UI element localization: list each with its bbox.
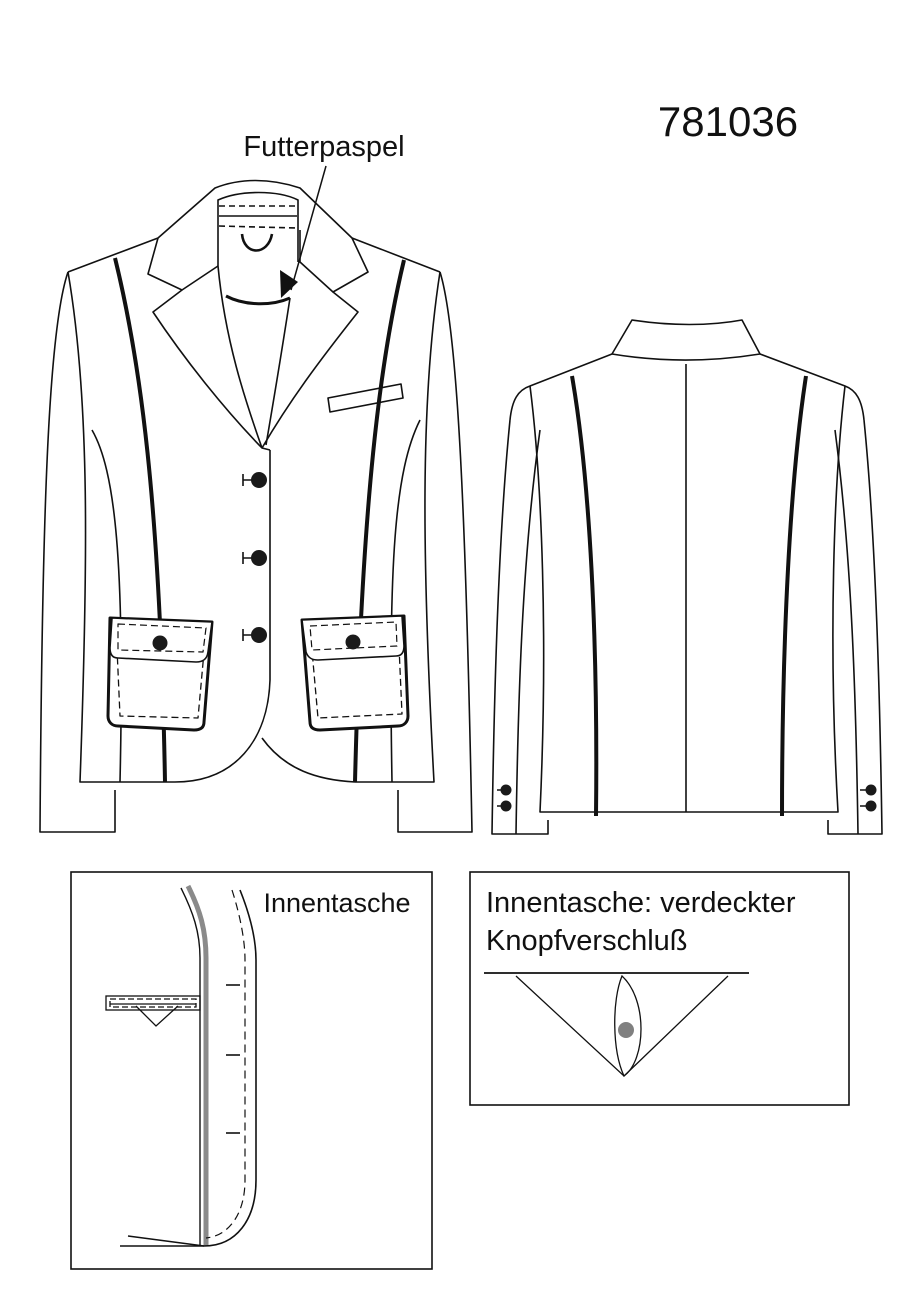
hidden-button-closure-inset: Innentasche: verdeckter Knopfverschluß	[469, 871, 850, 1106]
back-left-sleeve	[491, 419, 549, 835]
dress-form-hook	[240, 233, 274, 252]
hem-slant-line	[127, 1235, 205, 1247]
front-button-2	[251, 550, 267, 566]
left-lapel	[152, 289, 271, 451]
cuff-buttons	[500, 784, 877, 812]
right-pocket-button	[345, 634, 361, 650]
inset-right-frame	[469, 871, 850, 1106]
back-right-piping-seam	[780, 375, 808, 817]
left-side-panel-seam	[91, 429, 123, 783]
lining-piping-marker	[280, 270, 298, 298]
jacket-back-view	[491, 319, 883, 835]
dress-form-neck	[217, 191, 299, 266]
front-button-1	[251, 472, 267, 488]
left-body-outline	[67, 237, 162, 783]
facing-inner-edge	[180, 887, 201, 1246]
right-cuff-button-2	[865, 800, 877, 812]
left-patch-pocket	[106, 616, 214, 732]
inside-welt-pocket	[105, 995, 201, 1027]
inset-left-frame	[70, 871, 433, 1270]
right-inner-neckline	[265, 297, 291, 446]
right-patch-pocket	[300, 614, 410, 732]
back-collar	[611, 319, 761, 361]
right-lapel	[261, 291, 359, 449]
hidden-button	[618, 1022, 634, 1038]
right-sleeve	[397, 271, 473, 833]
back-right-shoulder	[759, 353, 865, 421]
back-right-sleeve-seam	[834, 429, 859, 835]
left-front-edge	[162, 450, 271, 783]
left-cuff-button-1	[500, 784, 512, 796]
left-pocket-button	[152, 635, 168, 651]
pattern-number: 781036	[658, 98, 798, 145]
front-edge-outline	[120, 889, 257, 1247]
right-side-panel-seam	[390, 419, 421, 783]
back-left-sleeve-seam	[515, 429, 541, 835]
jacket-front-view	[39, 179, 473, 833]
left-cuff-button-2	[500, 800, 512, 812]
right-front-hem-curve	[261, 737, 356, 783]
back-right-sleeve	[827, 419, 883, 835]
back-left-piping-seam	[570, 375, 599, 817]
left-sleeve	[39, 271, 116, 833]
breast-welt-pocket	[327, 383, 404, 413]
inset-right-title-line1: Innentasche: verdeckter	[486, 887, 796, 919]
lining-piping-neck	[225, 294, 291, 306]
front-button-3	[251, 627, 267, 643]
back-body-outline	[529, 385, 846, 813]
neck-band-stitch-2	[218, 225, 298, 229]
left-inner-neckline	[217, 265, 263, 449]
callout-leader-line	[290, 165, 327, 291]
right-cuff-button-1	[865, 784, 877, 796]
inset-left-title: Innentasche	[263, 888, 410, 918]
front-buttons	[152, 472, 361, 651]
right-body-outline	[351, 237, 441, 783]
facing-piping-strip	[185, 884, 209, 1246]
front-edge-topstitch	[205, 889, 246, 1239]
callout-label: Futterpaspel	[243, 131, 404, 163]
inset-right-title-line2: Knopfverschluß	[486, 925, 688, 957]
back-left-shoulder	[509, 353, 613, 421]
button-loop	[614, 974, 642, 1077]
inside-pocket-inset: Innentasche	[70, 871, 433, 1270]
collar-outline	[157, 179, 369, 293]
left-collar-point	[147, 237, 219, 291]
